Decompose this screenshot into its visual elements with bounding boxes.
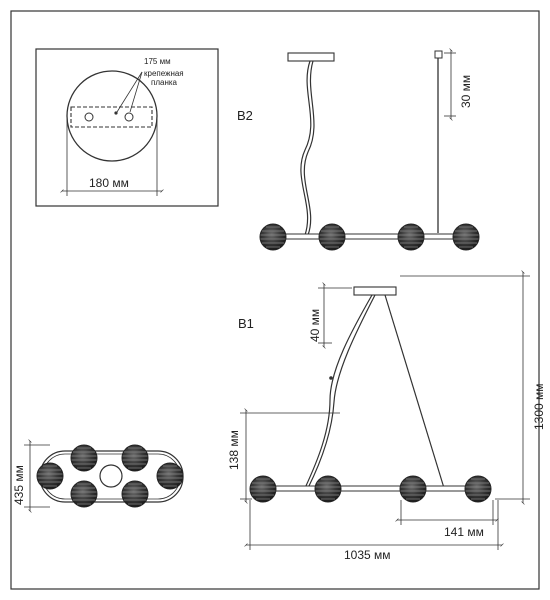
plate-leader-line bbox=[116, 71, 143, 113]
b2-bar bbox=[273, 233, 476, 240]
b1-canopy bbox=[353, 286, 397, 296]
plate-leader-line-2 bbox=[129, 71, 143, 113]
b2-cable-2 bbox=[303, 60, 315, 236]
top-shade-3 bbox=[36, 462, 64, 490]
b1-shade-1 bbox=[249, 475, 277, 503]
b1-shade-2 bbox=[314, 475, 342, 503]
top-shade-2 bbox=[121, 444, 149, 472]
b2-canopy bbox=[287, 52, 335, 62]
b2-cable-1 bbox=[300, 60, 312, 236]
mounting-plate bbox=[70, 106, 153, 128]
b1-height-dim-label: 138 мм bbox=[227, 430, 241, 470]
b2-label: B2 bbox=[237, 108, 253, 123]
b1-width-dim-label: 1035 мм bbox=[344, 548, 391, 562]
plate-dim-label: 175 мм bbox=[144, 57, 171, 66]
center-point bbox=[114, 111, 118, 115]
top-view: 435 мм bbox=[12, 439, 184, 513]
b1-canopy-gap-dim-label: 40 мм bbox=[308, 309, 322, 342]
variant-b1: B1 40 мм 138 мм 1300 мм 141 мм 1035 мм bbox=[227, 270, 546, 562]
variant-b2: B2 30 мм bbox=[237, 48, 480, 251]
b2-shade-4 bbox=[452, 223, 480, 251]
mounting-hole-right bbox=[124, 112, 134, 122]
b1-bar bbox=[263, 485, 487, 492]
top-shade-1 bbox=[70, 444, 98, 472]
b2-rod-dim-label: 30 мм bbox=[459, 75, 473, 108]
b2-shade-3 bbox=[397, 223, 425, 251]
b2-shade-2 bbox=[318, 223, 346, 251]
b1-total-height-dim-label: 1300 мм bbox=[532, 383, 546, 430]
b1-cable-left-2 bbox=[307, 294, 376, 489]
b1-shade-4 bbox=[464, 475, 492, 503]
canopy-detail-frame bbox=[35, 48, 219, 207]
b2-shade-1 bbox=[259, 223, 287, 251]
top-depth-dim-label: 435 мм bbox=[12, 465, 26, 505]
b1-cable-left-1 bbox=[304, 294, 373, 489]
sheet-border bbox=[10, 10, 540, 590]
b1-shade-3 bbox=[399, 475, 427, 503]
b1-cable-right bbox=[384, 294, 445, 489]
mounting-hole-left bbox=[84, 112, 94, 122]
b1-cable-clip bbox=[329, 376, 333, 380]
diameter-dim-label: 180 мм bbox=[89, 176, 129, 190]
b1-shade-dim-label: 141 мм bbox=[444, 525, 484, 539]
top-shade-4 bbox=[156, 462, 184, 490]
canopy-circle bbox=[66, 70, 158, 162]
top-shade-5 bbox=[70, 480, 98, 508]
canopy-detail-panel: 175 мм крепежная планка 180 мм bbox=[35, 48, 219, 207]
plate-label-line2: планка bbox=[151, 78, 178, 87]
b2-rod-canopy bbox=[434, 50, 443, 59]
top-view-canopy bbox=[99, 464, 123, 488]
b1-label: B1 bbox=[238, 316, 254, 331]
plate-label-line1: крепежная bbox=[144, 69, 184, 78]
top-shade-6 bbox=[121, 480, 149, 508]
